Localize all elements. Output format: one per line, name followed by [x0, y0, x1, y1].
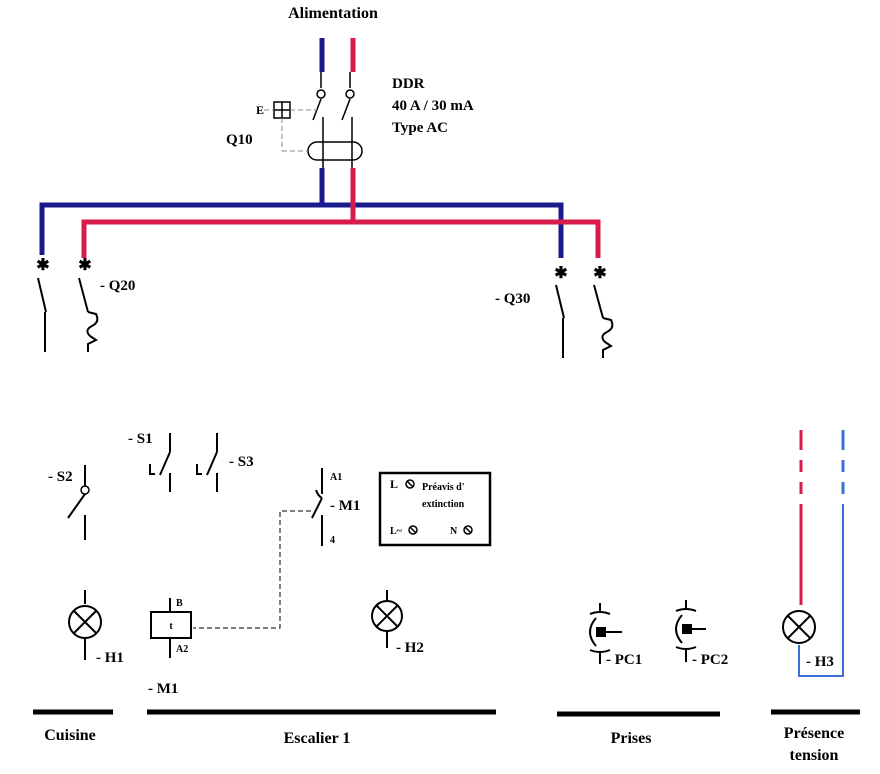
group-escalier-label: Escalier 1 [284, 730, 351, 747]
ddr-q10: E [256, 72, 363, 168]
preavis-box: L Préavis d' extinction L~ N [378, 471, 492, 547]
s3-label: - S3 [229, 454, 254, 470]
ddr-label: DDR [392, 76, 425, 92]
lamp-h3 [782, 610, 816, 644]
coil-t-label: t [169, 621, 173, 632]
presence-neutral-wire [798, 430, 845, 677]
ddr-test-label: E [256, 103, 264, 117]
svg-text:✱: ✱ [36, 257, 49, 274]
ddr-type-label: Type AC [392, 120, 448, 136]
m1-contact-label: - M1 [330, 498, 360, 514]
group-cuisine-label: Cuisine [44, 727, 96, 744]
h2-label: - H2 [396, 640, 424, 656]
m1-coil-label: - M1 [148, 681, 178, 697]
lamp-h1 [68, 590, 102, 660]
q20-label: - Q20 [100, 278, 135, 294]
h3-label: - H3 [806, 654, 834, 670]
mechanical-link [193, 510, 311, 629]
q10-label: Q10 [226, 132, 253, 148]
group-presence-label-1: Présence [784, 725, 844, 742]
lamp-h2 [371, 590, 403, 648]
minuterie-coil-m1: t B A2 [150, 598, 192, 658]
socket-pc2 [675, 600, 706, 662]
box-preavis-line2: extinction [422, 499, 465, 510]
group-prises-label: Prises [611, 730, 652, 747]
s1-label: - S1 [128, 431, 153, 447]
supply-title: Alimentation [288, 5, 378, 22]
neutral-bus [39, 168, 564, 258]
breaker-q30: ✱ ✱ [554, 265, 614, 358]
svg-text:✱: ✱ [78, 257, 91, 274]
svg-text:✱: ✱ [593, 265, 606, 282]
h1-label: - H1 [96, 650, 124, 666]
pushbutton-s3 [196, 433, 218, 492]
box-l-tilde-label: L~ [390, 526, 403, 537]
group-presence-label-2: tension [790, 747, 839, 764]
svg-text:✱: ✱ [554, 265, 567, 282]
switch-s2 [67, 465, 90, 540]
minuterie-contact-m1: A1 4 [311, 468, 342, 546]
coil-b-label: B [176, 598, 183, 609]
pc1-label: - PC1 [606, 652, 642, 668]
ddr-rating-label: 40 A / 30 mA [392, 98, 474, 114]
coil-a2-label: A2 [176, 644, 188, 655]
breaker-q20: ✱ ✱ [36, 257, 99, 352]
socket-pc1 [589, 603, 622, 664]
pushbutton-s1 [149, 433, 171, 492]
s2-label: - S2 [48, 469, 73, 485]
q30-label: - Q30 [495, 291, 530, 307]
box-l-label: L [390, 477, 398, 491]
box-preavis-line1: Préavis d' [422, 482, 465, 493]
m1-a1-label: A1 [330, 472, 342, 483]
m1-4-label: 4 [330, 535, 335, 546]
phase-bus [81, 168, 601, 258]
pc2-label: - PC2 [692, 652, 728, 668]
box-n-label: N [450, 526, 458, 537]
